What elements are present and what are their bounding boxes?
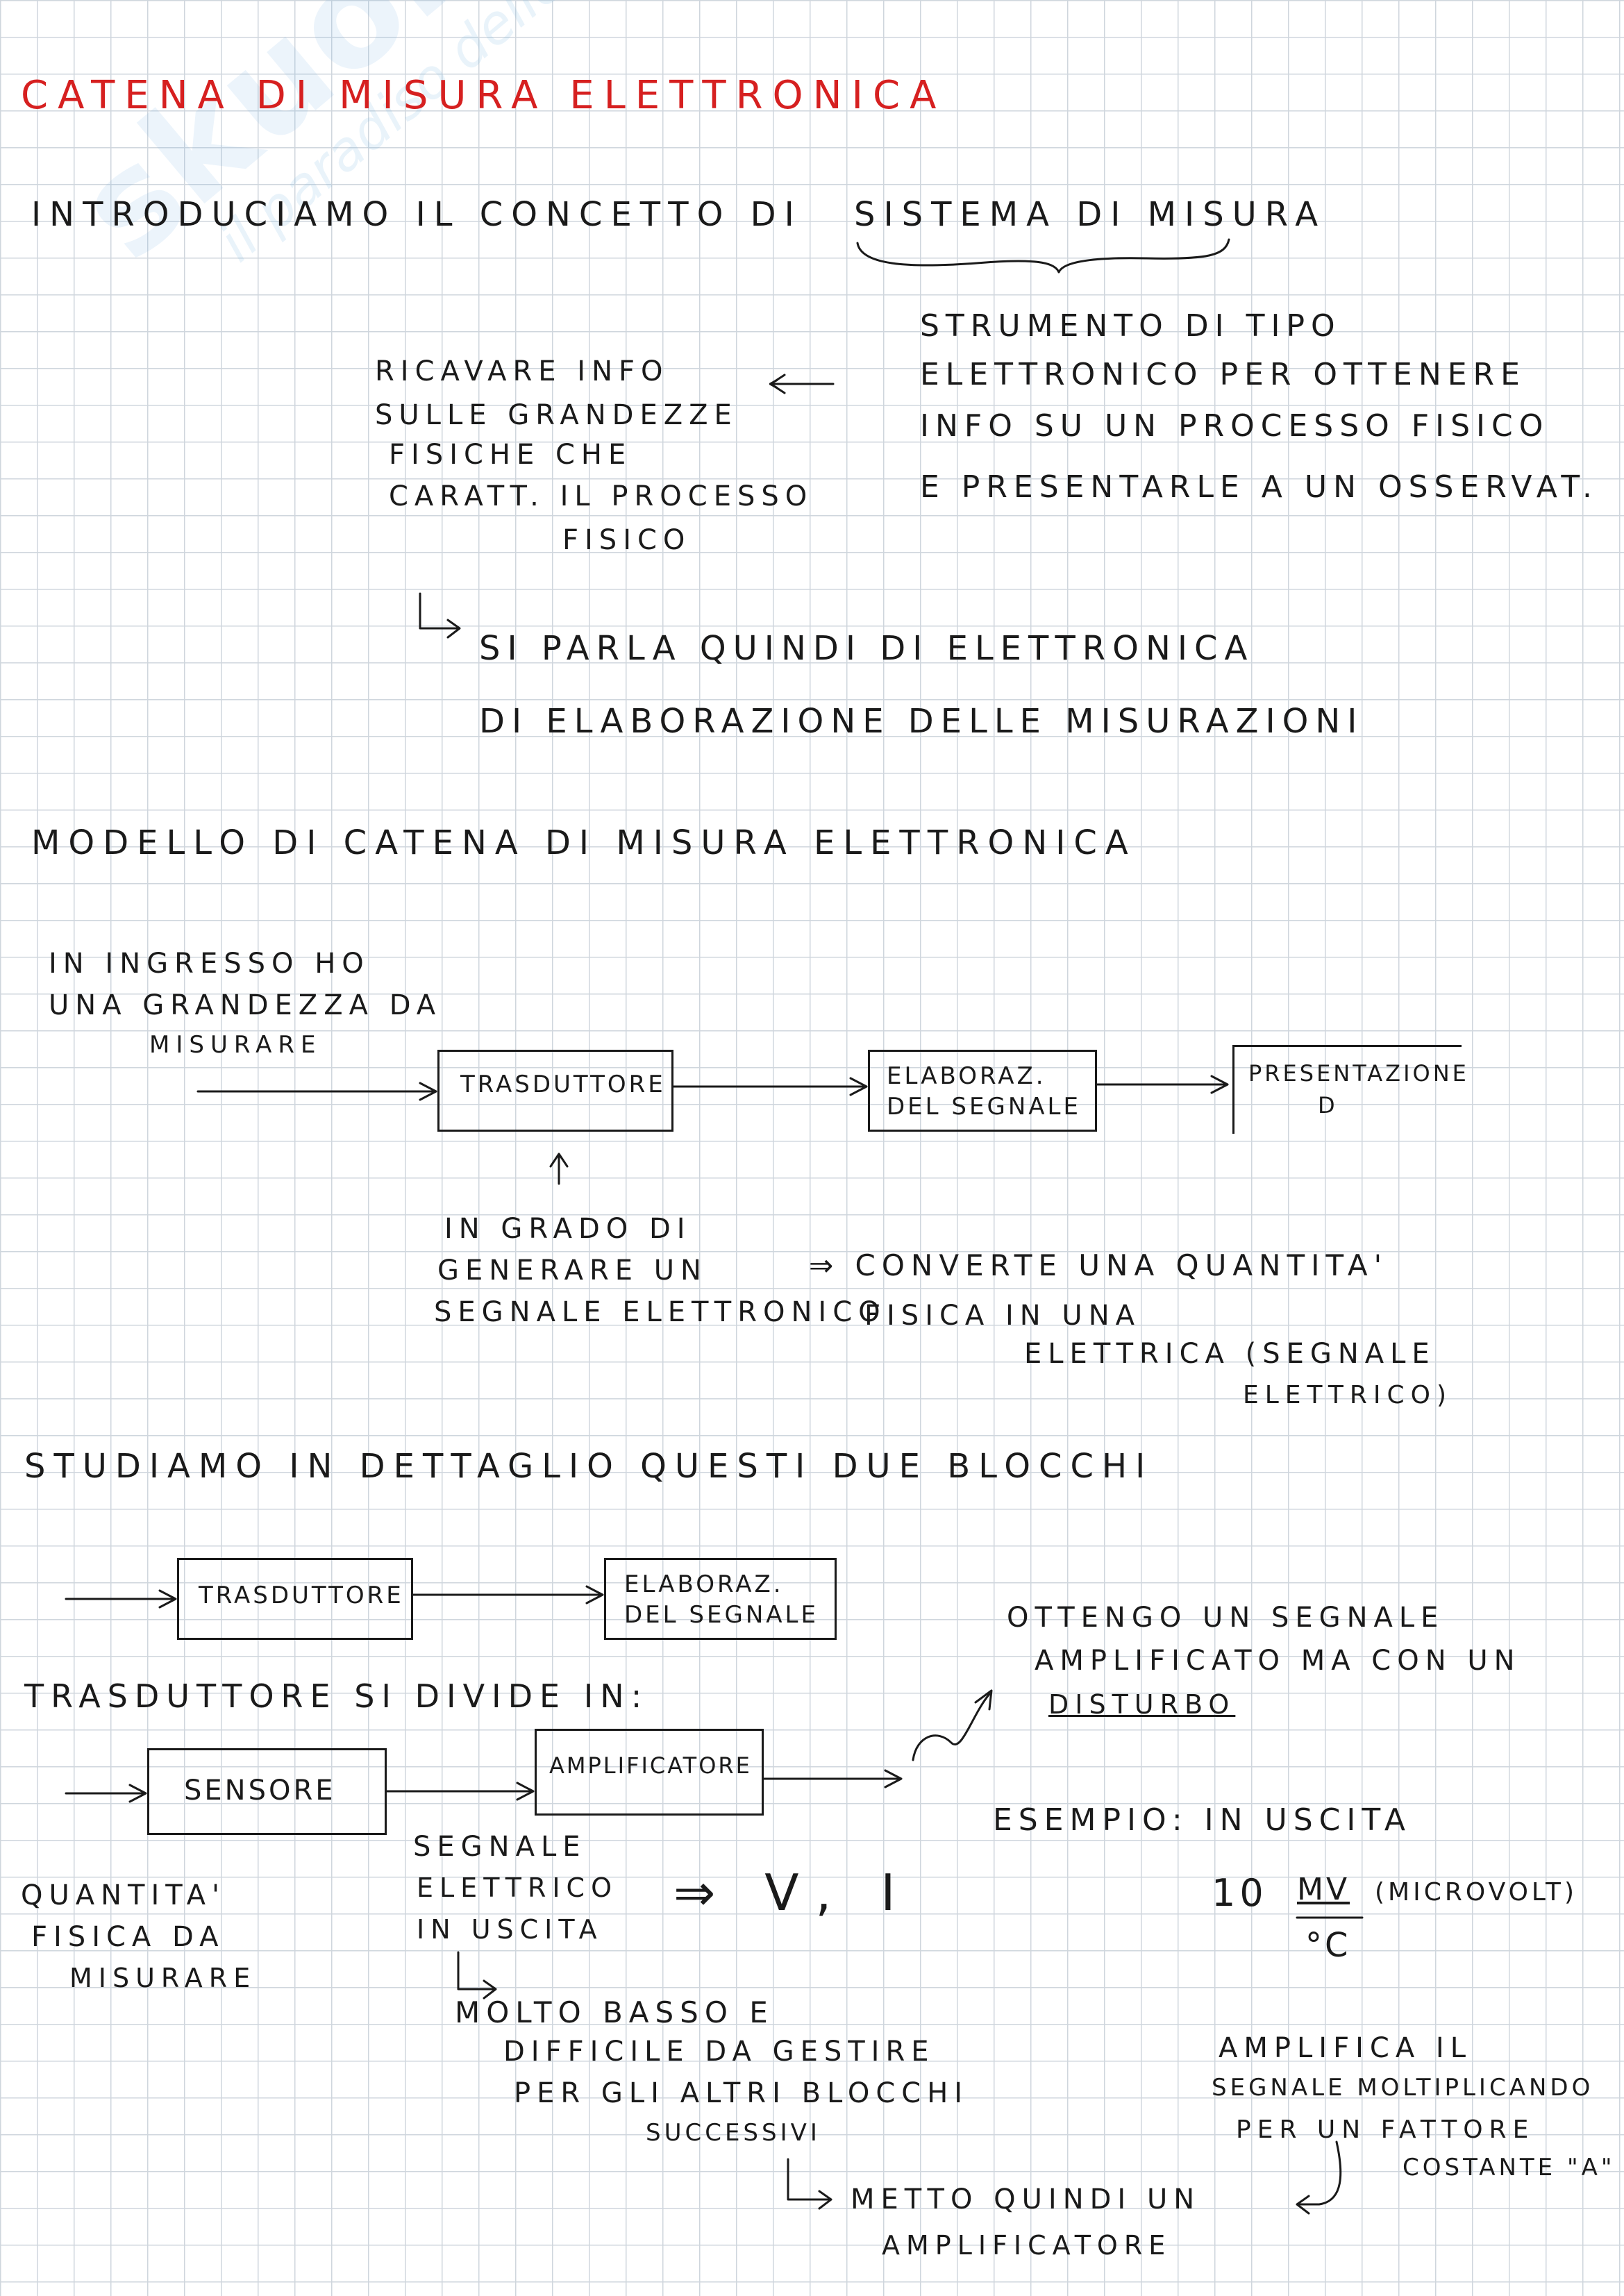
amplify-hook [1298, 2142, 1341, 2204]
concept-brace [857, 240, 1229, 272]
disturbo-arrow [913, 1694, 989, 1760]
